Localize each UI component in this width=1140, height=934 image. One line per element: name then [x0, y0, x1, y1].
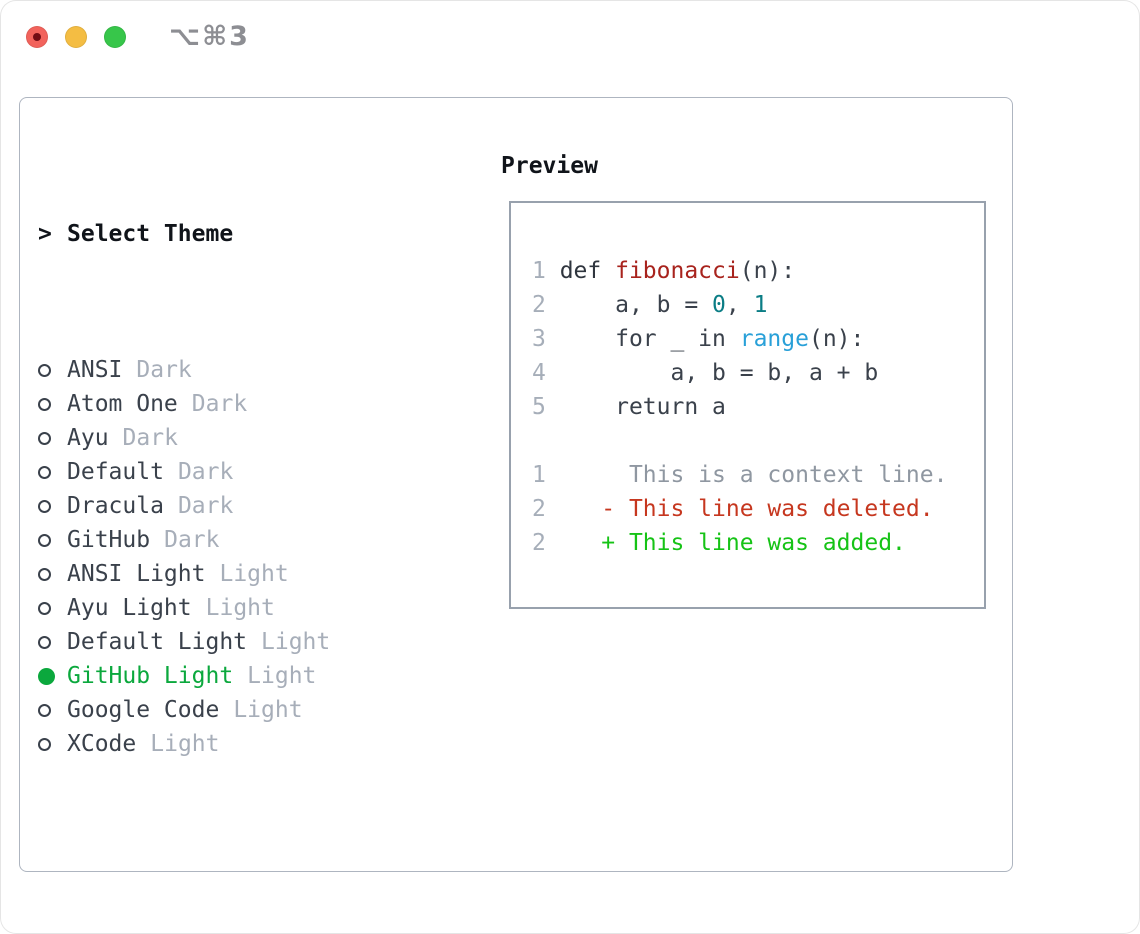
- radio-icon: [38, 397, 67, 411]
- select-theme-title: Select Theme: [67, 221, 234, 247]
- theme-variant-label: Dark: [122, 425, 178, 451]
- radio-icon: [38, 703, 67, 717]
- traffic-lights: [26, 26, 126, 48]
- theme-option[interactable]: Atom One Dark: [38, 387, 426, 421]
- theme-variant-label: Light: [261, 629, 331, 655]
- line-number: 4: [532, 360, 560, 386]
- line-number: 1: [532, 462, 560, 488]
- close-button[interactable]: [26, 26, 48, 48]
- theme-name: GitHub Light: [67, 663, 234, 689]
- theme-name: Atom One: [67, 391, 178, 417]
- code-line: 2 + This line was added.: [532, 530, 906, 556]
- theme-name: Google Code: [67, 697, 220, 723]
- theme-option[interactable]: GitHub Light Light: [38, 659, 426, 693]
- theme-name: ANSI: [67, 357, 123, 383]
- theme-name: Ayu Light: [67, 595, 192, 621]
- theme-variant-label: Light: [205, 595, 275, 621]
- theme-variant-label: Dark: [136, 357, 192, 383]
- theme-option[interactable]: GitHub Dark: [38, 523, 426, 557]
- code-lines: 1 def fibonacci(n): 2 a, b = 0, 1 3 for _ …: [532, 220, 984, 594]
- code-line: [532, 220, 984, 254]
- code-line: [532, 424, 984, 458]
- code-line: 2 a, b = 0, 1: [532, 292, 768, 318]
- theme-option[interactable]: Default Light Light: [38, 625, 426, 659]
- theme-variant-label: Light: [150, 731, 220, 757]
- minimize-button[interactable]: [65, 26, 87, 48]
- zoom-button[interactable]: [104, 26, 126, 48]
- theme-option[interactable]: ANSI Light Light: [38, 557, 426, 591]
- line-number: 2: [532, 292, 560, 318]
- radio-icon: [38, 635, 67, 649]
- theme-option[interactable]: Ayu Dark: [38, 421, 426, 455]
- theme-variant-label: Light: [219, 561, 289, 587]
- code-line: 1 def fibonacci(n):: [532, 258, 796, 284]
- radio-icon: [38, 567, 67, 581]
- code-line: 1 This is a context line.: [532, 462, 948, 488]
- theme-option[interactable]: Ayu Light Light: [38, 591, 426, 625]
- radio-icon: [38, 431, 67, 445]
- code-line: 2 - This line was deleted.: [532, 496, 934, 522]
- prompt-icon: >: [38, 221, 52, 247]
- theme-option[interactable]: XCode Light: [38, 727, 426, 761]
- line-number: 1: [532, 258, 560, 284]
- code-line: 4 a, b = b, a + b: [532, 360, 879, 386]
- radio-selected-icon: [38, 667, 67, 685]
- theme-name: GitHub: [67, 527, 151, 553]
- select-theme-header: > Select Theme: [38, 217, 426, 251]
- theme-name: ANSI Light: [67, 561, 206, 587]
- code-line: 3 for _ in range(n):: [532, 326, 865, 352]
- theme-option[interactable]: Default Dark: [38, 455, 426, 489]
- radio-icon: [38, 499, 67, 513]
- line-number: 2: [532, 496, 560, 522]
- theme-name: Default: [67, 459, 164, 485]
- window-shortcut-label: ⌥⌘3: [169, 21, 250, 52]
- theme-name: XCode: [67, 731, 137, 757]
- line-number: 3: [532, 326, 560, 352]
- theme-option[interactable]: ANSI Dark: [38, 353, 426, 387]
- radio-icon: [38, 737, 67, 751]
- radio-icon: [38, 363, 67, 377]
- theme-variant-label: Light: [233, 697, 303, 723]
- radio-icon: [38, 465, 67, 479]
- line-number: 5: [532, 394, 560, 420]
- radio-icon: [38, 533, 67, 547]
- theme-variant-label: Light: [247, 663, 317, 689]
- code-line: 5 return a: [532, 394, 726, 420]
- code-preview-box: 1 def fibonacci(n): 2 a, b = 0, 1 3 for _ …: [509, 201, 986, 609]
- theme-name: Ayu: [67, 425, 109, 451]
- theme-variant-label: Dark: [164, 527, 220, 553]
- radio-icon: [38, 601, 67, 615]
- spacer: [38, 863, 426, 897]
- unsaved-dot-icon: [33, 33, 41, 41]
- theme-option[interactable]: Google Code Light: [38, 693, 426, 727]
- preview-title: Preview: [501, 153, 598, 179]
- theme-variant-label: Dark: [191, 391, 248, 417]
- line-number: 2: [532, 530, 560, 556]
- theme-variant-label: Dark: [177, 459, 234, 485]
- theme-variant-label: Dark: [177, 493, 234, 519]
- code-line: [532, 560, 984, 594]
- theme-name: Default Light: [67, 629, 248, 655]
- theme-option[interactable]: Dracula Dark: [38, 489, 426, 523]
- titlebar: ⌥⌘3: [0, 0, 1140, 74]
- theme-name: Dracula: [67, 493, 164, 519]
